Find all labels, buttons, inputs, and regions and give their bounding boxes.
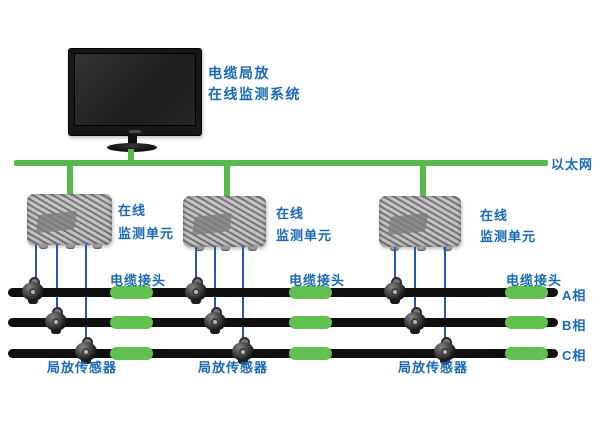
sensor-label-1: 局放传感器 (47, 360, 118, 375)
pd-sensor (231, 337, 255, 365)
phase-a-label: A相 (562, 288, 587, 303)
monitoring-unit-3 (379, 196, 461, 251)
sensor-link (214, 247, 216, 311)
cable-joint (289, 316, 332, 329)
pd-sensor (74, 337, 98, 365)
ethernet-label: 以太网 (551, 157, 594, 172)
unit1-label-line2: 监测单元 (118, 226, 175, 241)
system-title: 电缆局放 在线监测系统 (208, 63, 301, 105)
sensor-label-3: 局放传感器 (398, 360, 469, 375)
system-title-line2: 在线监测系统 (208, 86, 301, 102)
cable-joint (110, 316, 153, 329)
unit2-label-line2: 监测单元 (276, 228, 333, 243)
cable-joint (505, 316, 548, 329)
ethernet-bus (14, 160, 548, 166)
monitor-logo-icon (129, 130, 141, 133)
cable-phase-b (8, 318, 558, 327)
cable-joint (505, 286, 548, 299)
pd-sensor (203, 307, 227, 335)
cable-phase-a (8, 288, 558, 297)
sensor-link (56, 245, 58, 311)
unit3-ethernet-drop (420, 165, 426, 198)
unit2-label-line1: 在线 (276, 206, 305, 221)
pd-sensor (21, 277, 45, 305)
unit1-ethernet-drop (67, 165, 73, 196)
joint-label-1: 电缆接头 (110, 273, 167, 288)
sensor-link (35, 245, 37, 281)
monitor-stand-neck (128, 134, 137, 146)
phase-c-label: C相 (562, 348, 587, 363)
sensor-link (414, 247, 416, 311)
unit2-ethernet-drop (224, 165, 230, 198)
cable-phase-c (8, 349, 558, 358)
cable-joint (289, 347, 332, 360)
monitor-ethernet-drop (128, 149, 134, 161)
system-title-line1: 电缆局放 (208, 65, 270, 81)
monitoring-unit-1 (27, 194, 112, 249)
cable-joint (505, 347, 548, 360)
unit3-label-line2: 监测单元 (480, 229, 537, 244)
sensor-link (195, 247, 197, 281)
unit1-label-line1: 在线 (118, 203, 147, 218)
pd-sensor (44, 307, 68, 335)
unit3-label-line1: 在线 (480, 208, 509, 223)
monitor (68, 48, 202, 136)
pd-sensor (383, 277, 407, 305)
monitor-screen (74, 53, 196, 126)
monitor-stand-base (107, 143, 157, 152)
phase-b-label: B相 (562, 318, 587, 333)
pd-sensor (433, 337, 457, 365)
cable-joint (110, 286, 153, 299)
pd-sensor (403, 307, 427, 335)
joint-label-2: 电缆接头 (289, 273, 346, 288)
sensor-link (394, 247, 396, 281)
cable-joint (110, 347, 153, 360)
pd-sensor (184, 277, 208, 305)
monitoring-unit-2 (183, 196, 266, 251)
sensor-label-2: 局放传感器 (198, 360, 269, 375)
cable-joint (289, 286, 332, 299)
joint-label-3: 电缆接头 (506, 273, 563, 288)
